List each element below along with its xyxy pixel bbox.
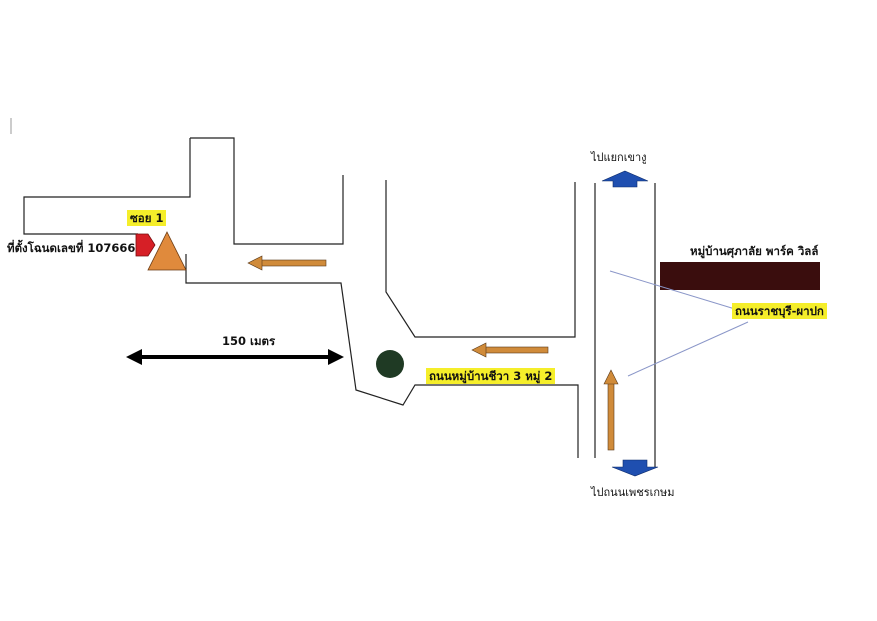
red-pointer-icon — [135, 233, 156, 257]
village-park-label: หมู่บ้านศุภาลัย พาร์ค วิลล์ — [690, 244, 819, 258]
leader-line-lower — [627, 321, 749, 377]
left-arrow-lower — [471, 342, 549, 358]
left-arrow-upper — [247, 255, 327, 271]
roundabout-icon — [376, 350, 404, 378]
soi-label: ซอย 1 — [127, 210, 167, 226]
leader-line-upper — [609, 270, 736, 310]
village-road-label: ถนนหมู่บ้านชีวา 3 หมู่ 2 — [426, 368, 556, 384]
village-park-block — [660, 262, 820, 290]
distance-arrow — [126, 349, 344, 365]
site-label: ที่ตั้งโฉนดเลขที่ 107666 — [7, 241, 136, 255]
orange-triangle-icon — [147, 231, 187, 271]
up-arrow-main-road — [603, 369, 619, 451]
north-destination-label: ไปแยกเขางู — [591, 151, 647, 164]
left-road-outline — [23, 137, 579, 458]
distance-label: 150 เมตร — [222, 334, 276, 348]
blue-down-arrow-icon — [611, 459, 659, 477]
south-destination-label: ไปถนนเพชรเกษม — [591, 486, 675, 499]
main-road-label: ถนนราชบุรี-ผาปก — [732, 303, 827, 319]
blue-up-arrow-icon — [601, 170, 649, 188]
